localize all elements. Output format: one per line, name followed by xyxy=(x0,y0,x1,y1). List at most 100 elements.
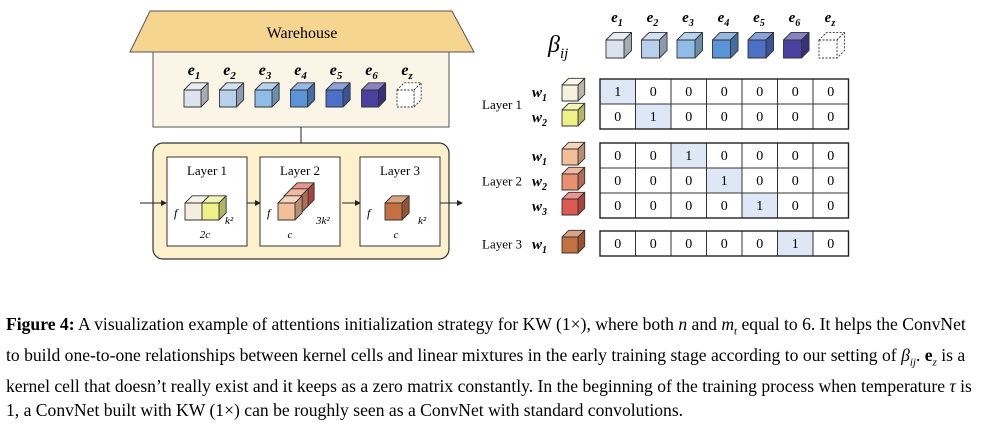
matrix-cell xyxy=(777,230,814,257)
layer-depth-dim: 3k² xyxy=(315,215,330,227)
column-label-e1: e1 xyxy=(611,10,623,29)
warehouse-cell-ez xyxy=(396,82,422,108)
column-label-ez: ez xyxy=(825,10,836,29)
warehouse-label-ez: ez xyxy=(401,62,413,82)
matrix-cell-value: 0 xyxy=(650,149,657,164)
column-cell-e4 xyxy=(712,31,739,59)
warehouse-label-e6: e6 xyxy=(365,62,378,82)
warehouse-label-e3: e3 xyxy=(259,62,272,82)
matrix-cell-value: 0 xyxy=(721,149,728,164)
layer-input-dim: f xyxy=(174,206,179,220)
column-cell-ez xyxy=(818,31,846,59)
matrix-cell-value: 0 xyxy=(650,199,657,214)
matrix-group-label: Layer 1 xyxy=(482,97,522,112)
layer-depth-dim: k² xyxy=(418,215,427,227)
matrix-cell xyxy=(670,230,707,257)
row-cell-w1 xyxy=(561,141,586,166)
column-label-e6: e6 xyxy=(789,10,802,29)
layer-input-dim: f xyxy=(267,206,272,220)
matrix-cell-value: 0 xyxy=(756,149,763,164)
column-cell-e2 xyxy=(641,31,668,59)
warehouse-cell-e6 xyxy=(361,82,387,108)
matrix-cell-value: 0 xyxy=(721,85,728,100)
warehouse-cell-e3 xyxy=(254,82,280,108)
matrix-cell-value: 0 xyxy=(792,110,799,125)
matrix-cell xyxy=(777,103,814,130)
warehouse-roof xyxy=(129,10,475,53)
caption-label: Figure 4: xyxy=(6,314,75,334)
matrix-cell xyxy=(635,167,672,194)
matrix-cell-value: 1 xyxy=(614,85,621,100)
matrix-group-label: Layer 2 xyxy=(482,174,522,189)
column-label-e5: e5 xyxy=(753,10,765,29)
matrix-cell-value: 1 xyxy=(685,149,692,164)
matrix-cell-value: 0 xyxy=(614,110,621,125)
layer-depth-dim: k² xyxy=(225,215,234,227)
column-cell-e5 xyxy=(747,31,775,59)
matrix-cell-value: 0 xyxy=(685,174,692,189)
matrix-cell-value: 0 xyxy=(614,237,621,252)
beta-label: βij xyxy=(547,32,568,62)
column-cell-e1 xyxy=(605,31,633,59)
warehouse-cell-e1 xyxy=(183,82,209,108)
matrix-group-label: Layer 3 xyxy=(482,237,522,252)
row-cell-w2 xyxy=(561,102,586,127)
warehouse-title: Warehouse xyxy=(267,25,338,42)
matrix-cell-value: 0 xyxy=(756,85,763,100)
warehouse-label-e1: e1 xyxy=(188,62,201,82)
matrix-cell-value: 1 xyxy=(721,174,728,189)
matrix-cell-value: 0 xyxy=(756,110,763,125)
matrix-cell-value: 0 xyxy=(827,199,834,214)
matrix-cell-value: 0 xyxy=(827,237,834,252)
layer3-cell-w1 xyxy=(384,195,410,221)
matrix-cell-value: 1 xyxy=(792,237,799,252)
matrix-cell-value: 0 xyxy=(792,85,799,100)
matrix-cell-value: 0 xyxy=(614,149,621,164)
row-cell-w1 xyxy=(561,229,586,254)
warehouse-cell-e5 xyxy=(325,82,351,108)
matrix-cell xyxy=(635,103,672,130)
matrix-cell xyxy=(706,142,743,169)
row-cell-w1 xyxy=(561,77,586,102)
matrix-group-border xyxy=(599,142,850,219)
matrix-cell-value: 0 xyxy=(792,149,799,164)
matrix-group-border xyxy=(599,230,850,257)
matrix-cell xyxy=(670,142,707,169)
matrix-cell xyxy=(812,78,849,105)
column-label-e4: e4 xyxy=(718,10,730,29)
column-label-e3: e3 xyxy=(682,10,694,29)
matrix-cell-value: 0 xyxy=(685,237,692,252)
matrix-cell-value: 0 xyxy=(650,237,657,252)
matrix-cell xyxy=(635,142,672,169)
matrix-cell-value: 0 xyxy=(827,174,834,189)
matrix-cell-value: 0 xyxy=(721,199,728,214)
matrix-cell-value: 1 xyxy=(756,199,763,214)
row-cell-w2 xyxy=(561,166,586,191)
row-label: w1 xyxy=(532,149,547,168)
warehouse-cell-e4 xyxy=(290,82,316,108)
column-cells xyxy=(605,31,846,59)
layer-output-dim: c xyxy=(288,229,293,241)
warehouse-cell-e2 xyxy=(219,82,245,108)
matrix-cell xyxy=(777,167,814,194)
warehouse-label-e4: e4 xyxy=(294,62,307,82)
matrix-cell-value: 0 xyxy=(614,199,621,214)
row-label: w1 xyxy=(532,85,547,104)
matrix-cell xyxy=(670,192,707,219)
column-cell-e3 xyxy=(676,31,704,59)
matrix-cell xyxy=(777,192,814,219)
